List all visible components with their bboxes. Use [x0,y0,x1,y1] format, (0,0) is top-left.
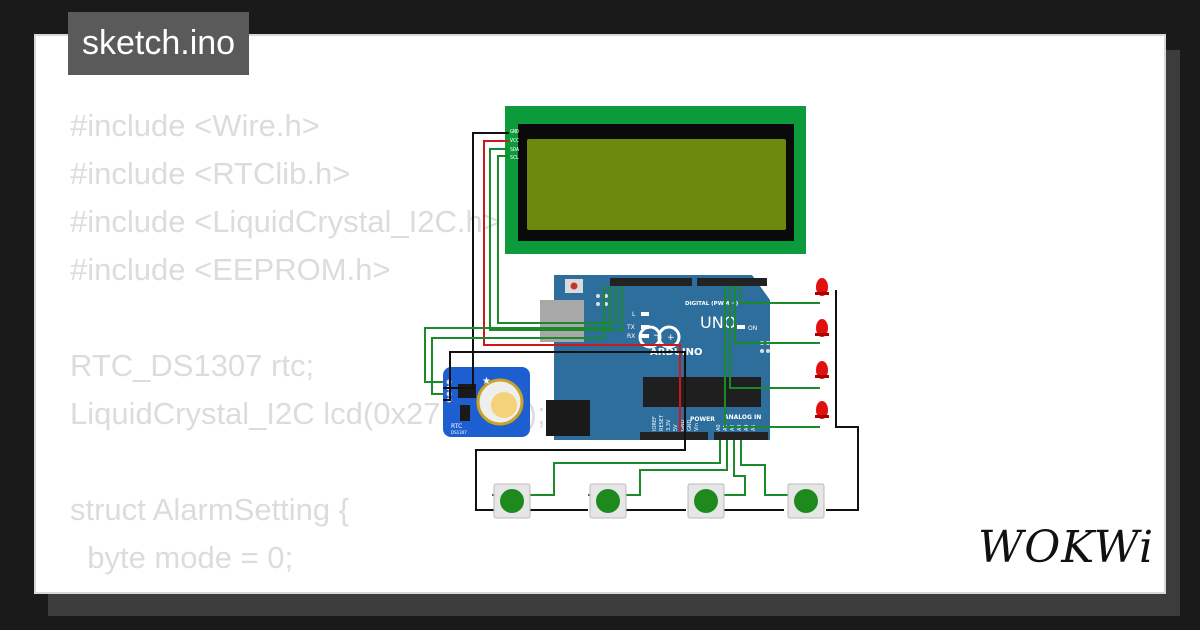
lcd-pin-gnd: GND [510,129,519,135]
lcd-screen [527,139,786,230]
reset-button-cap [570,282,578,290]
power-pin-label: RESET [659,414,665,431]
usb-port [540,300,584,342]
on-label: ON [748,325,757,332]
led-red[interactable] [815,319,829,337]
rtc-module[interactable]: RTC DS1307 ★ [443,367,530,437]
atmega-chip [643,377,761,407]
led-label-rx: RX [627,333,635,340]
code-preview: #include <Wire.h> #include <RTClib.h> #inc… [70,102,546,592]
rtc-chip-label: DS1307 [451,430,467,435]
power-pin-label: 5V [673,424,679,431]
on-led [737,325,745,329]
led-red[interactable] [815,401,829,419]
pushbutton[interactable] [687,483,725,519]
power-pin-label: 3.3V [666,419,672,431]
header-power [640,432,708,440]
pushbutton[interactable] [493,483,531,519]
lcd-display[interactable]: GND VCC SDA SCL [505,106,806,254]
header-analog [714,432,768,440]
arduino-model-text: UNO [700,313,736,332]
wokwi-logo: WOKWi [978,522,1155,573]
rtc-label: RTC [451,423,462,430]
led-red[interactable] [815,278,829,296]
star-icon: ★ [482,376,491,387]
power-pin-label: Vin [694,423,700,431]
file-title-tab: sketch.ino [68,12,250,75]
lcd-pin-vcc: VCC [510,138,519,144]
lcd-pin-scl: SCL [510,155,519,161]
header-digital-left [610,278,692,286]
led-label-l: L [632,311,636,318]
power-label: POWER [690,416,715,423]
analog-pin-label: A0 [716,424,722,431]
svg-text:−: − [653,331,661,341]
pushbutton[interactable] [589,483,627,519]
code-line: byte alarmCount = 0; [70,582,546,592]
led-red[interactable] [815,361,829,379]
code-line: #include <Wire.h> [70,108,320,143]
led-label-tx: TX [626,324,635,331]
code-line: byte mode = 0; [70,540,294,575]
code-line: RTC_DS1307 rtc; [70,348,315,383]
lcd-pin-sda: SDA [510,147,519,153]
power-jack [546,400,590,436]
code-line: #include <LiquidCrystal_I2C.h> [70,204,501,239]
power-pin-label: IOREF [652,416,658,431]
analog-label: ANALOG IN [724,414,761,421]
code-line: #include <RTClib.h> [70,156,351,191]
svg-text:+: + [667,333,675,343]
code-line: #include <EEPROM.h> [70,252,391,287]
power-pin-label: GND [680,419,686,431]
digital-label: DIGITAL (PWM ~) [685,301,739,307]
power-pin-label: GND [687,419,693,431]
code-line: struct AlarmSetting { [70,492,350,527]
header-digital-right [697,278,767,286]
pushbutton[interactable] [787,483,825,519]
